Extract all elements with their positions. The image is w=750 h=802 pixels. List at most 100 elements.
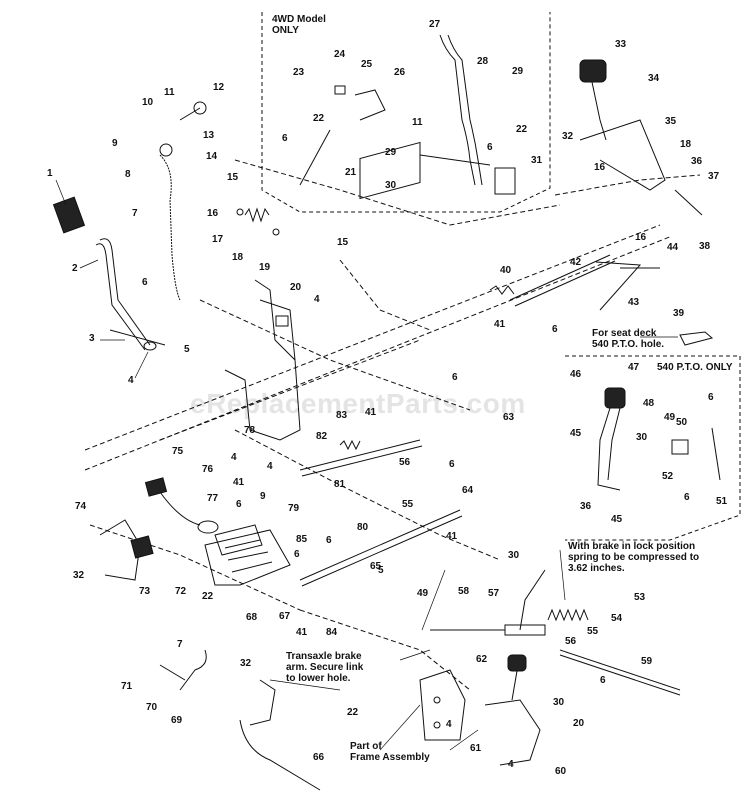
fwd-lever	[299, 34, 516, 195]
callout-58: 58	[458, 586, 470, 597]
callout-28: 28	[477, 56, 489, 67]
callout-26: 26	[394, 67, 406, 78]
callout-6g: 6	[452, 372, 458, 383]
callout-82: 82	[316, 431, 328, 442]
callout-32: 32	[562, 131, 574, 142]
callout-11b: 11	[412, 117, 423, 128]
callout-22d: 22	[347, 707, 359, 718]
callout-79: 79	[288, 503, 300, 514]
callout-55b: 55	[587, 626, 599, 637]
callout-62: 62	[476, 654, 488, 665]
callout-7b: 7	[177, 639, 183, 650]
callout-6f: 6	[684, 492, 690, 503]
callout-50: 50	[676, 417, 688, 428]
callout-16c: 16	[635, 232, 647, 243]
callout-6c: 6	[487, 142, 493, 153]
callout-4f: 4	[508, 759, 514, 770]
callout-81: 81	[334, 479, 346, 490]
callout-64: 64	[462, 485, 474, 496]
link-42	[489, 254, 660, 311]
knob-62	[484, 654, 541, 766]
fwd-model-box	[261, 12, 551, 213]
note-brake-lock: With brake in lock position spring to be…	[568, 541, 700, 574]
callout-49b: 49	[417, 588, 429, 599]
callout-11: 11	[164, 87, 175, 98]
callout-44: 44	[667, 242, 679, 253]
callout-36: 36	[691, 156, 703, 167]
callout-10: 10	[142, 97, 154, 108]
callout-41: 41	[494, 319, 506, 330]
callout-29: 29	[512, 66, 524, 77]
callout-41d: 41	[446, 531, 458, 542]
callout-71: 71	[121, 681, 133, 692]
rod-7	[159, 101, 207, 301]
part-39	[679, 331, 714, 346]
callout-6j: 6	[326, 535, 332, 546]
callout-30b: 30	[636, 432, 648, 443]
callout-41b: 41	[365, 407, 377, 418]
callout-5b: 5	[378, 565, 384, 576]
callout-15: 15	[227, 172, 239, 183]
rod-81	[299, 439, 463, 587]
callout-45: 45	[570, 428, 582, 439]
callout-70: 70	[146, 702, 158, 713]
pto-lever	[597, 387, 721, 491]
note-pto-only: 540 P.T.O. ONLY	[657, 362, 733, 373]
note-seat-deck: For seat deck 540 P.T.O. hole.	[592, 328, 665, 350]
callout-35: 35	[665, 116, 677, 127]
callout-72: 72	[175, 586, 187, 597]
callout-49: 49	[664, 412, 676, 423]
callout-19: 19	[259, 262, 271, 273]
callout-4d: 4	[267, 461, 273, 472]
callout-24: 24	[334, 49, 346, 60]
brake-spring-54	[430, 569, 681, 696]
frame-rail	[84, 159, 701, 691]
callout-23: 23	[293, 67, 305, 78]
callout-31: 31	[531, 155, 543, 166]
callout-17: 17	[212, 234, 224, 245]
callout-32c: 32	[240, 658, 252, 669]
callout-6d: 6	[552, 324, 558, 335]
callout-59: 59	[641, 656, 653, 667]
callout-36b: 36	[580, 501, 592, 512]
callout-9: 9	[112, 138, 118, 149]
pto-box	[565, 355, 741, 541]
callout-57: 57	[488, 588, 500, 599]
callout-4: 4	[128, 375, 134, 386]
callout-6i: 6	[236, 499, 242, 510]
callout-20b: 20	[573, 718, 585, 729]
callout-54: 54	[611, 613, 623, 624]
lever-69	[159, 649, 321, 791]
callout-6e: 6	[708, 392, 714, 403]
callout-14: 14	[206, 151, 218, 162]
pedal-75	[144, 477, 219, 534]
callout-77: 77	[207, 493, 219, 504]
callout-9b: 9	[260, 491, 266, 502]
callout-60: 60	[555, 766, 567, 777]
callout-32b: 32	[73, 570, 85, 581]
callout-53: 53	[634, 592, 646, 603]
callout-25: 25	[361, 59, 373, 70]
callout-47: 47	[628, 362, 640, 373]
callout-22b: 22	[516, 124, 528, 135]
note-transaxle: Transaxle brake arm. Secure link to lowe…	[286, 651, 364, 684]
callout-73: 73	[139, 586, 151, 597]
callout-84: 84	[326, 627, 338, 638]
callout-78: 78	[244, 425, 256, 436]
callout-30c: 30	[508, 550, 520, 561]
callout-45b: 45	[611, 514, 623, 525]
callout-76: 76	[202, 464, 214, 475]
pedal-assembly	[52, 196, 166, 351]
callout-40: 40	[500, 265, 512, 276]
callout-38: 38	[699, 241, 711, 252]
callout-6l: 6	[600, 675, 606, 686]
callout-22: 22	[313, 113, 325, 124]
callout-69: 69	[171, 715, 183, 726]
frame-part	[419, 669, 466, 741]
note-4wd-model: 4WD Model ONLY	[272, 14, 326, 36]
callout-48: 48	[643, 398, 655, 409]
callout-15b: 15	[337, 237, 349, 248]
callout-56: 56	[399, 457, 411, 468]
